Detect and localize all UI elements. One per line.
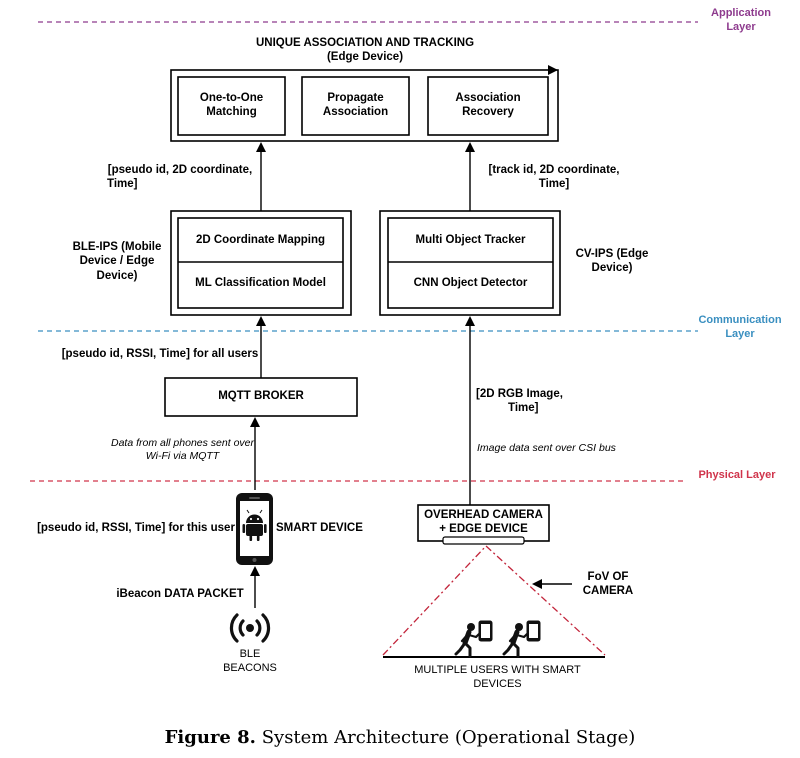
ble-beacons-label: BLE BEACONS — [223, 648, 277, 674]
walking-person-icon — [502, 620, 541, 658]
application-layer-label: Application Layer — [711, 7, 771, 33]
flow-label-ble-to-tracking: [pseudo id, 2D coordinate, Time] — [107, 164, 253, 191]
figure-number: Figure 8. — [164, 727, 256, 748]
camera-label: OVERHEAD CAMERA + EDGE DEVICE — [424, 509, 543, 536]
figure-caption-text: System Architecture (Operational Stage) — [261, 727, 636, 748]
fov-label: FoV OF CAMERA — [582, 571, 634, 598]
cv-ips-inner — [387, 217, 554, 309]
ble-ips-label: BLE-IPS (Mobile Device / Edge Device) — [72, 241, 162, 282]
mqtt-broker-box — [164, 377, 358, 417]
cv-module-tracker: Multi Object Tracker — [415, 234, 526, 246]
module-propagate — [301, 76, 410, 136]
tracking-title: UNIQUE ASSOCIATION AND TRACKING (Edge De… — [255, 37, 475, 64]
module-one-to-one — [177, 76, 286, 136]
module-propagate-label: Propagate Association — [322, 92, 389, 119]
ble-ips-inner — [177, 217, 344, 309]
camera-lens-bar — [442, 536, 525, 545]
users-label: MULTIPLE USERS WITH SMART DEVICES — [414, 664, 581, 690]
module-one-to-one-label: One-to-One Matching — [199, 92, 264, 119]
flow-label-camera-to-cv: [2D RGB Image, Time] — [476, 388, 563, 415]
smart-device-label: SMART DEVICE — [276, 522, 363, 534]
cv-module-detector: CNN Object Detector — [413, 277, 528, 289]
module-recovery — [427, 76, 549, 136]
flow-label-cv-to-tracking: [track id, 2D coordinate, Time] — [488, 164, 620, 191]
module-recovery-label: Association Recovery — [455, 92, 521, 119]
flow-label-phone-payload: [pseudo id, RSSI, Time] for this user — [37, 522, 235, 534]
flow-label-phone-to-broker: Data from all phones sent over Wi-Fi via… — [111, 437, 254, 463]
flow-label-broker-to-ble: [pseudo id, RSSI, Time] for all users — [61, 348, 259, 360]
android-icon — [242, 509, 267, 541]
ble-module-coordinate-mapping: 2D Coordinate Mapping — [195, 234, 326, 246]
cv-ips-label: CV-IPS (Edge Device) — [575, 248, 649, 275]
figure-caption: Figure 8. System Architecture (Operation… — [0, 727, 800, 748]
flow-label-camera-bus: Image data sent over CSI bus — [477, 442, 616, 454]
ble-module-ml-classification: ML Classification Model — [195, 277, 326, 289]
ble-beacon-icon — [229, 613, 271, 643]
communication-layer-label: Communication Layer — [698, 314, 782, 340]
mqtt-broker-label: MQTT BROKER — [218, 390, 304, 402]
physical-layer-label: Physical Layer — [698, 469, 776, 481]
camera-box — [417, 504, 550, 542]
fov-lines — [382, 545, 606, 656]
flow-label-beacon-packet: iBeacon DATA PACKET — [116, 588, 244, 600]
walking-person-icon — [454, 620, 493, 658]
